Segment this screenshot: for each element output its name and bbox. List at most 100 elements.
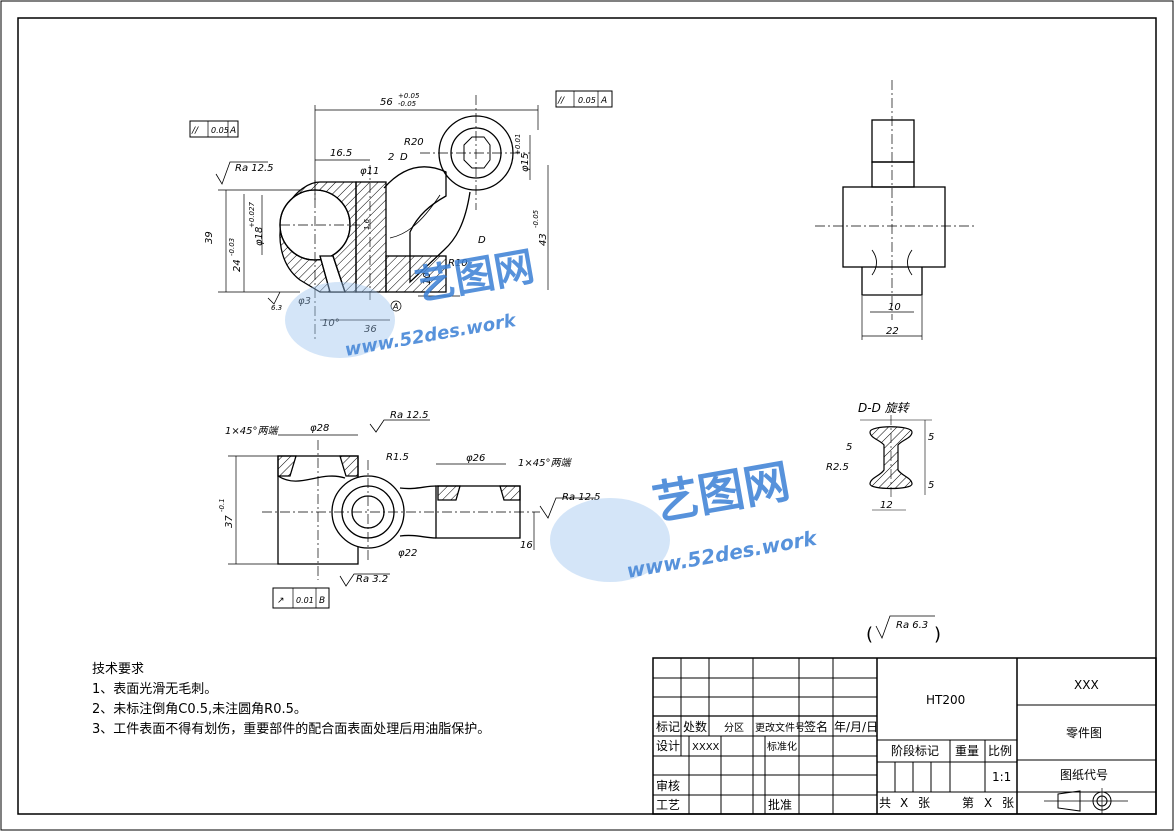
label-di: 第 bbox=[962, 796, 974, 810]
bottom-view bbox=[262, 440, 540, 580]
dim-36: 36 bbox=[364, 324, 377, 335]
note-2: 2、未标注倒角C0.5,未注圆角R0.5。 bbox=[92, 702, 307, 717]
dim-56-tol-up: +0.05 bbox=[398, 92, 420, 100]
watermark-logo-2: 艺图网 www.52des.work bbox=[550, 454, 820, 583]
label-stage: 阶段标记 bbox=[891, 743, 939, 758]
label-standardize: 标准化 bbox=[767, 740, 797, 753]
dim-18-tol: +0.027 bbox=[248, 202, 256, 228]
dim-18: φ18 bbox=[254, 227, 265, 246]
title-block bbox=[652, 657, 1157, 815]
dim-r10: R10 bbox=[448, 258, 468, 269]
sec-dim-5b: 5 bbox=[928, 480, 934, 491]
dim-10: 10 bbox=[422, 272, 433, 285]
svg-text:艺图网: 艺图网 bbox=[649, 454, 794, 531]
dim-2: 2 bbox=[388, 152, 394, 163]
svg-text:): ) bbox=[934, 624, 941, 645]
section-dd bbox=[860, 415, 932, 511]
dim-39: 39 bbox=[204, 231, 215, 244]
dim-56-tol-dn: -0.05 bbox=[398, 100, 417, 108]
side-dim-22: 22 bbox=[886, 326, 899, 337]
ra-6-3-small: 6.3 bbox=[271, 304, 282, 312]
side-view bbox=[815, 80, 975, 320]
front-view-labels: 56 +0.05 -0.05 16.5 φ11 R20 2 D D R10 39… bbox=[191, 92, 607, 335]
tol-b-sym: ↗ bbox=[277, 596, 285, 606]
dim-43: 43 bbox=[538, 233, 549, 246]
ra-1-6: 1.6 bbox=[363, 218, 371, 230]
label-sign: 签名 bbox=[804, 719, 828, 734]
label-mark: 标记 bbox=[656, 720, 680, 734]
bottom-view-dims bbox=[228, 419, 596, 609]
dim-16-5: 16.5 bbox=[330, 148, 352, 159]
dim-56: 56 bbox=[380, 97, 393, 108]
ra-6-3: Ra 6.3 bbox=[896, 620, 928, 631]
label-total: 共 bbox=[879, 796, 891, 810]
scale-value: 1:1 bbox=[992, 770, 1011, 784]
bot-dim-22: φ22 bbox=[398, 548, 417, 559]
sec-dim-r2-5: R2.5 bbox=[826, 462, 849, 473]
company: XXX bbox=[1074, 678, 1099, 692]
label-change-doc: 更改文件号 bbox=[755, 721, 805, 734]
label-process: 工艺 bbox=[656, 798, 680, 812]
label-approve: 批准 bbox=[768, 797, 792, 812]
label-date: 年/月/日 bbox=[834, 720, 878, 734]
sec-dim-5a: 5 bbox=[928, 432, 934, 443]
part-name: 零件图 bbox=[1066, 726, 1102, 740]
side-view-dims bbox=[861, 296, 923, 340]
label-zone: 分区 bbox=[724, 722, 744, 734]
front-view bbox=[279, 95, 530, 340]
notes-title: 技术要求 bbox=[92, 662, 145, 677]
svg-text:(: ( bbox=[866, 624, 873, 645]
designer: XXXX bbox=[692, 742, 720, 753]
label-count: 处数 bbox=[683, 719, 707, 734]
tol-tr-datum: A bbox=[600, 96, 607, 106]
dim-10deg: 10° bbox=[322, 318, 340, 329]
ra-12-5-bottom: Ra 12.5 bbox=[390, 410, 429, 421]
tol-tl-datum: A bbox=[229, 126, 236, 136]
sheet-no: X bbox=[984, 796, 992, 810]
bot-chamfer-1: 1×45°两端 bbox=[225, 425, 279, 437]
projection-symbol-icon bbox=[1044, 788, 1128, 814]
svg-text:艺图网: 艺图网 bbox=[412, 244, 538, 310]
label-weight: 重量 bbox=[955, 744, 979, 758]
datum-a: A bbox=[392, 302, 398, 311]
sec-dim-12: 12 bbox=[880, 500, 893, 511]
technical-requirements: 技术要求 1、表面光滑无毛刺。 2、未标注倒角C0.5,未注圆角R0.5。 3、… bbox=[92, 660, 490, 740]
bot-dim-r1-5: R1.5 bbox=[386, 452, 409, 463]
dim-d-top: D bbox=[400, 152, 408, 163]
material: HT200 bbox=[926, 693, 965, 707]
note-3: 3、工件表面不得有划伤，重要部件的配合面表面处理后用油脂保护。 bbox=[92, 722, 491, 737]
bot-dim-16: 16 bbox=[520, 540, 533, 551]
label-design: 设计 bbox=[656, 739, 680, 753]
ra-12-5-right: Ra 12.5 bbox=[562, 492, 601, 503]
inner-frame bbox=[17, 17, 1157, 815]
dim-15-tol: +0.01 bbox=[514, 134, 522, 155]
tol-b-val: 0.01 bbox=[296, 596, 314, 605]
dim-r20: R20 bbox=[404, 137, 424, 148]
drawing-no-label: 图纸代号 bbox=[1060, 768, 1108, 782]
front-view-dimensions bbox=[189, 90, 613, 321]
ra-3-2: Ra 3.2 bbox=[356, 574, 388, 585]
bot-dim-28: φ28 bbox=[310, 423, 329, 434]
sec-dim-5c: 5 bbox=[846, 442, 852, 453]
ra-12-5-top: Ra 12.5 bbox=[235, 163, 274, 174]
dim-24-tol: -0.03 bbox=[228, 238, 236, 256]
dim-11: φ11 bbox=[360, 166, 379, 177]
general-roughness: ( ) bbox=[866, 615, 941, 645]
bot-chamfer-2: 1×45°两端 bbox=[518, 457, 572, 469]
total-sheets: X bbox=[900, 796, 908, 810]
bot-dim-37: 37 bbox=[224, 515, 235, 528]
label-review: 审核 bbox=[656, 778, 680, 793]
tol-tl-val: 0.05 bbox=[211, 126, 229, 135]
dim-3: φ3 bbox=[298, 296, 311, 307]
title-block-text: HT200 XXX 零件图 图纸代号 标记 处数 分区 更改文件号 签名 年/月… bbox=[656, 678, 1108, 812]
bot-dim-26: φ26 bbox=[466, 453, 485, 464]
note-1: 1、表面光滑无毛刺。 bbox=[92, 682, 218, 697]
label-scale: 比例 bbox=[988, 744, 1012, 758]
tol-tl-sym: // bbox=[191, 126, 199, 136]
dim-d-right: D bbox=[478, 235, 486, 246]
dim-15: φ15 bbox=[520, 153, 531, 172]
tol-b-datum: B bbox=[319, 596, 325, 606]
dim-43-tol: -0.05 bbox=[532, 209, 540, 228]
